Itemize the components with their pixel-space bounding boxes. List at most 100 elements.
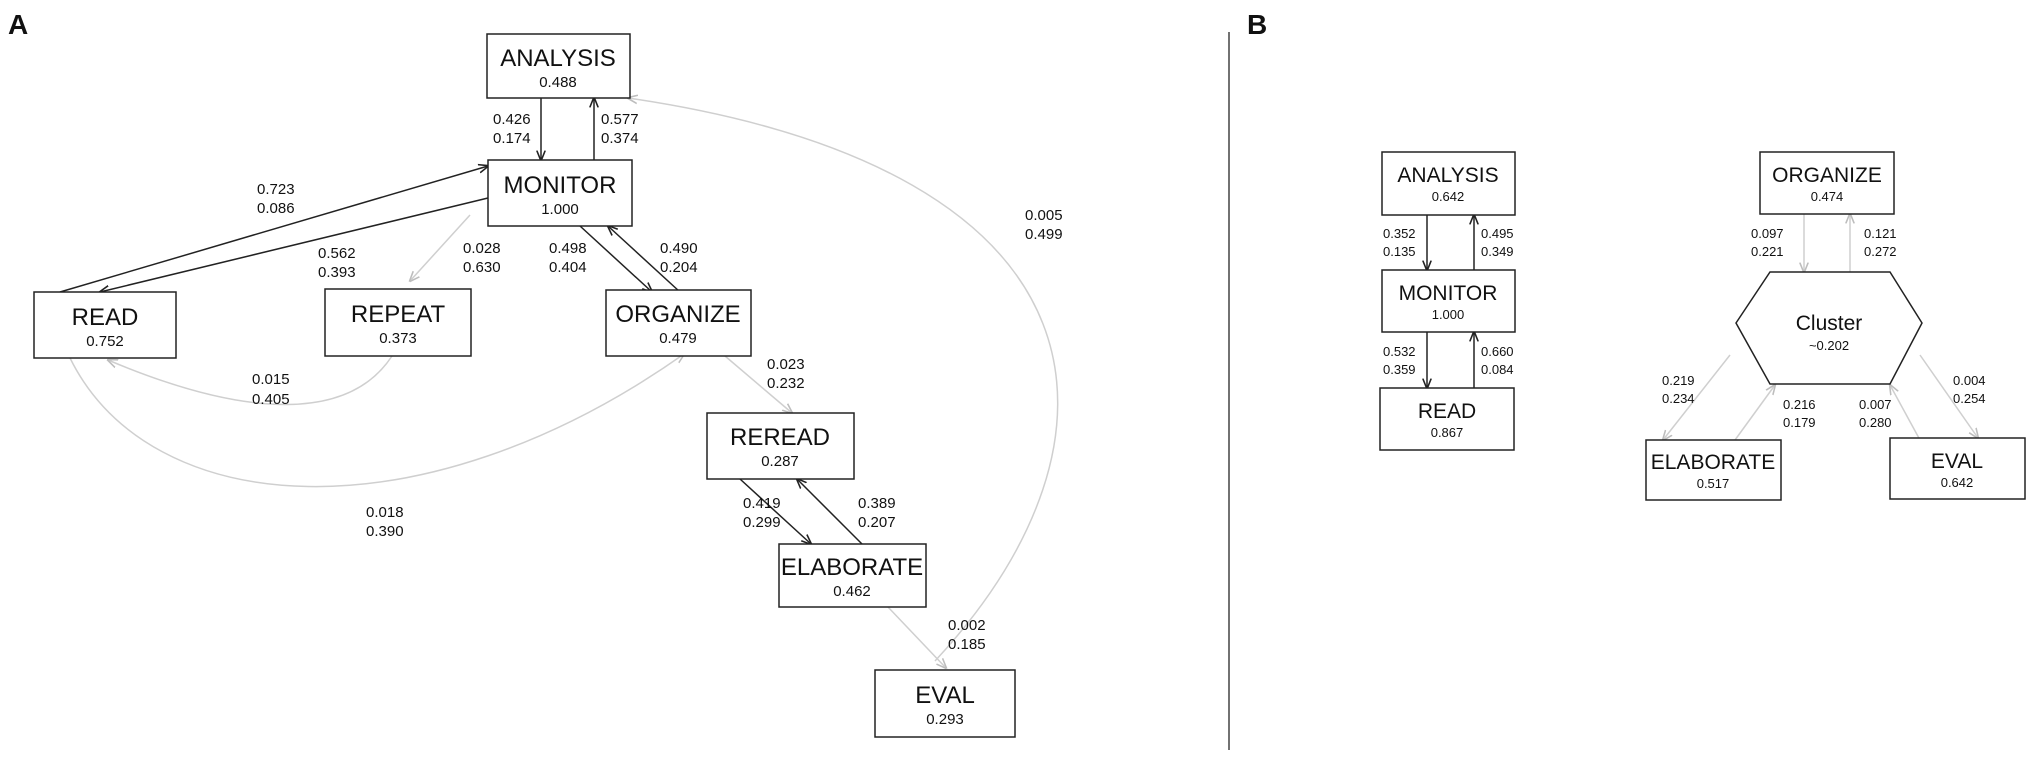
svg-text:0.359: 0.359 (1383, 362, 1416, 377)
svg-text:0.374: 0.374 (601, 130, 639, 147)
node-eval: EVAL 0.293 (874, 669, 1016, 738)
edge-monitor-repeat (410, 214, 471, 281)
svg-text:0.005: 0.005 (1025, 207, 1063, 224)
svg-text:0.084: 0.084 (1481, 362, 1514, 377)
svg-text:0.219: 0.219 (1662, 373, 1695, 388)
svg-text:~0.202: ~0.202 (1809, 338, 1849, 353)
svg-text:0.404: 0.404 (549, 259, 587, 276)
svg-text:0.532: 0.532 (1383, 344, 1416, 359)
svg-text:ORGANIZE: ORGANIZE (615, 301, 740, 328)
svg-text:0.004: 0.004 (1953, 373, 1986, 388)
svg-text:0.293: 0.293 (926, 711, 964, 728)
svg-text:EVAL: EVAL (915, 682, 975, 709)
edge-elaborate-reread (797, 479, 863, 545)
edge-label-b-organize-cluster: 0.097 0.221 (1751, 226, 1784, 259)
svg-text:0.562: 0.562 (318, 245, 356, 262)
edge-eval-analysis (628, 98, 1059, 662)
svg-text:MONITOR: MONITOR (504, 172, 617, 199)
edge-label-b-read-monitor: 0.660 0.084 (1481, 344, 1514, 377)
edge-label-b-elaborate-cluster: 0.216 0.179 (1783, 397, 1816, 430)
edge-organize-monitor (608, 226, 681, 293)
svg-text:0.097: 0.097 (1751, 226, 1784, 241)
svg-text:READ: READ (72, 304, 139, 331)
edge-label-b-monitor-read: 0.532 0.359 (1383, 344, 1416, 377)
svg-text:REPEAT: REPEAT (351, 301, 446, 328)
node-b-analysis: ANALYSIS 0.642 (1381, 151, 1516, 216)
svg-text:0.007: 0.007 (1859, 397, 1892, 412)
svg-text:0.299: 0.299 (743, 514, 781, 531)
svg-text:ANALYSIS: ANALYSIS (500, 45, 616, 72)
edge-b-eval-cluster (1890, 385, 1921, 441)
edge-read-organize (69, 354, 684, 488)
svg-text:0.495: 0.495 (1481, 226, 1514, 241)
svg-text:0.474: 0.474 (1811, 189, 1844, 204)
svg-text:0.426: 0.426 (493, 111, 531, 128)
edge-label-monitor-repeat: 0.028 0.630 (463, 240, 501, 276)
svg-text:0.204: 0.204 (660, 259, 698, 276)
svg-text:0.185: 0.185 (948, 636, 986, 653)
svg-text:0.272: 0.272 (1864, 244, 1897, 259)
svg-text:0.419: 0.419 (743, 495, 781, 512)
edge-label-read-monitor: 0.723 0.086 (257, 181, 295, 217)
svg-text:Cluster: Cluster (1796, 312, 1863, 335)
svg-text:0.393: 0.393 (318, 264, 356, 281)
node-analysis: ANALYSIS 0.488 (486, 33, 631, 99)
svg-text:0.479: 0.479 (659, 330, 697, 347)
svg-text:REREAD: REREAD (730, 424, 830, 451)
node-b-monitor: MONITOR 1.000 (1381, 269, 1516, 333)
svg-text:0.577: 0.577 (601, 111, 639, 128)
svg-text:0.280: 0.280 (1859, 415, 1892, 430)
edge-label-read-organize: 0.018 0.390 (366, 504, 404, 540)
svg-text:ANALYSIS: ANALYSIS (1397, 164, 1498, 187)
svg-text:0.490: 0.490 (660, 240, 698, 257)
edge-label-elaborate-reread: 0.389 0.207 (858, 495, 896, 531)
node-monitor: MONITOR 1.000 (487, 159, 633, 227)
svg-text:ORGANIZE: ORGANIZE (1772, 164, 1882, 187)
edge-label-repeat-read: 0.015 0.405 (252, 371, 290, 408)
node-b-elaborate: ELABORATE 0.517 (1645, 439, 1782, 501)
node-b-organize: ORGANIZE 0.474 (1759, 151, 1895, 215)
edge-label-b-monitor-analysis: 0.495 0.349 (1481, 226, 1514, 259)
edge-b-cluster-elaborate (1663, 354, 1731, 440)
edge-label-b-cluster-elaborate: 0.219 0.234 (1662, 373, 1695, 406)
svg-text:0.018: 0.018 (366, 504, 404, 521)
svg-text:0.389: 0.389 (858, 495, 896, 512)
edge-b-cluster-eval (1919, 354, 1978, 438)
svg-text:0.135: 0.135 (1383, 244, 1416, 259)
svg-text:0.023: 0.023 (767, 356, 805, 373)
svg-text:0.642: 0.642 (1432, 189, 1465, 204)
svg-text:0.349: 0.349 (1481, 244, 1514, 259)
svg-text:0.373: 0.373 (379, 330, 417, 347)
svg-text:0.015: 0.015 (252, 371, 290, 388)
svg-text:ELABORATE: ELABORATE (781, 554, 923, 581)
edge-read-monitor (59, 166, 488, 293)
svg-text:1.000: 1.000 (1432, 307, 1465, 322)
edge-reread-elaborate (739, 478, 811, 544)
svg-text:0.462: 0.462 (833, 583, 871, 600)
edge-label-monitor-read: 0.562 0.393 (318, 245, 356, 281)
svg-text:0.723: 0.723 (257, 181, 295, 198)
svg-text:0.086: 0.086 (257, 200, 295, 217)
edge-label-organize-monitor: 0.490 0.204 (660, 240, 698, 276)
panel-a-letter: A (8, 9, 28, 40)
edge-elaborate-eval (887, 606, 946, 668)
panel-b-letter: B (1247, 9, 1267, 40)
node-repeat: REPEAT 0.373 (324, 288, 472, 357)
svg-text:1.000: 1.000 (541, 201, 579, 218)
svg-text:0.221: 0.221 (1751, 244, 1784, 259)
svg-text:0.232: 0.232 (767, 375, 805, 392)
edge-repeat-read (108, 355, 393, 406)
edge-label-elaborate-eval: 0.002 0.185 (948, 617, 986, 653)
edge-label-organize-reread: 0.023 0.232 (767, 356, 805, 392)
edge-label-reread-elaborate: 0.419 0.299 (743, 495, 781, 531)
svg-text:0.499: 0.499 (1025, 226, 1063, 243)
svg-text:0.660: 0.660 (1481, 344, 1514, 359)
node-read: READ 0.752 (33, 291, 177, 359)
edge-label-b-eval-cluster: 0.007 0.280 (1859, 397, 1892, 430)
svg-text:0.352: 0.352 (1383, 226, 1416, 241)
svg-text:0.287: 0.287 (761, 453, 799, 470)
svg-text:MONITOR: MONITOR (1399, 282, 1498, 305)
svg-text:0.405: 0.405 (252, 391, 290, 408)
svg-text:0.498: 0.498 (549, 240, 587, 257)
svg-text:0.216: 0.216 (1783, 397, 1816, 412)
